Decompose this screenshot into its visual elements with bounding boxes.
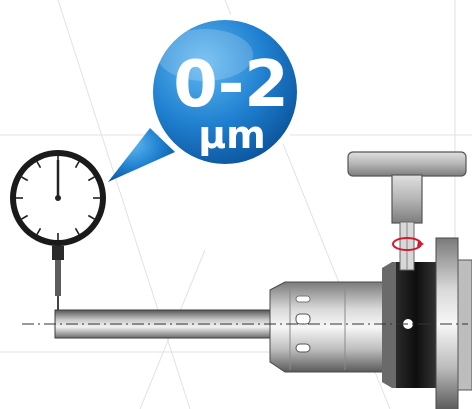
callout-range-text: 0-2 bbox=[173, 48, 289, 122]
dial-gauge-icon bbox=[10, 150, 106, 310]
dial-tick bbox=[87, 214, 95, 220]
rotation-arrow-icon bbox=[392, 237, 424, 251]
dial-tick bbox=[74, 161, 80, 169]
dial-tick bbox=[36, 161, 42, 169]
t-handle-key-icon bbox=[347, 151, 467, 271]
dial-ticks bbox=[16, 156, 100, 240]
dial-tick bbox=[36, 227, 42, 235]
tool-holder-chuck bbox=[269, 281, 386, 373]
dial-tick bbox=[87, 176, 95, 182]
callout-unit-text: µm bbox=[198, 113, 266, 157]
dial-tick bbox=[21, 176, 29, 182]
dial-tick bbox=[74, 227, 80, 235]
callout-bubble: 0-2 µm bbox=[105, 14, 303, 182]
dial-tick bbox=[21, 214, 29, 220]
